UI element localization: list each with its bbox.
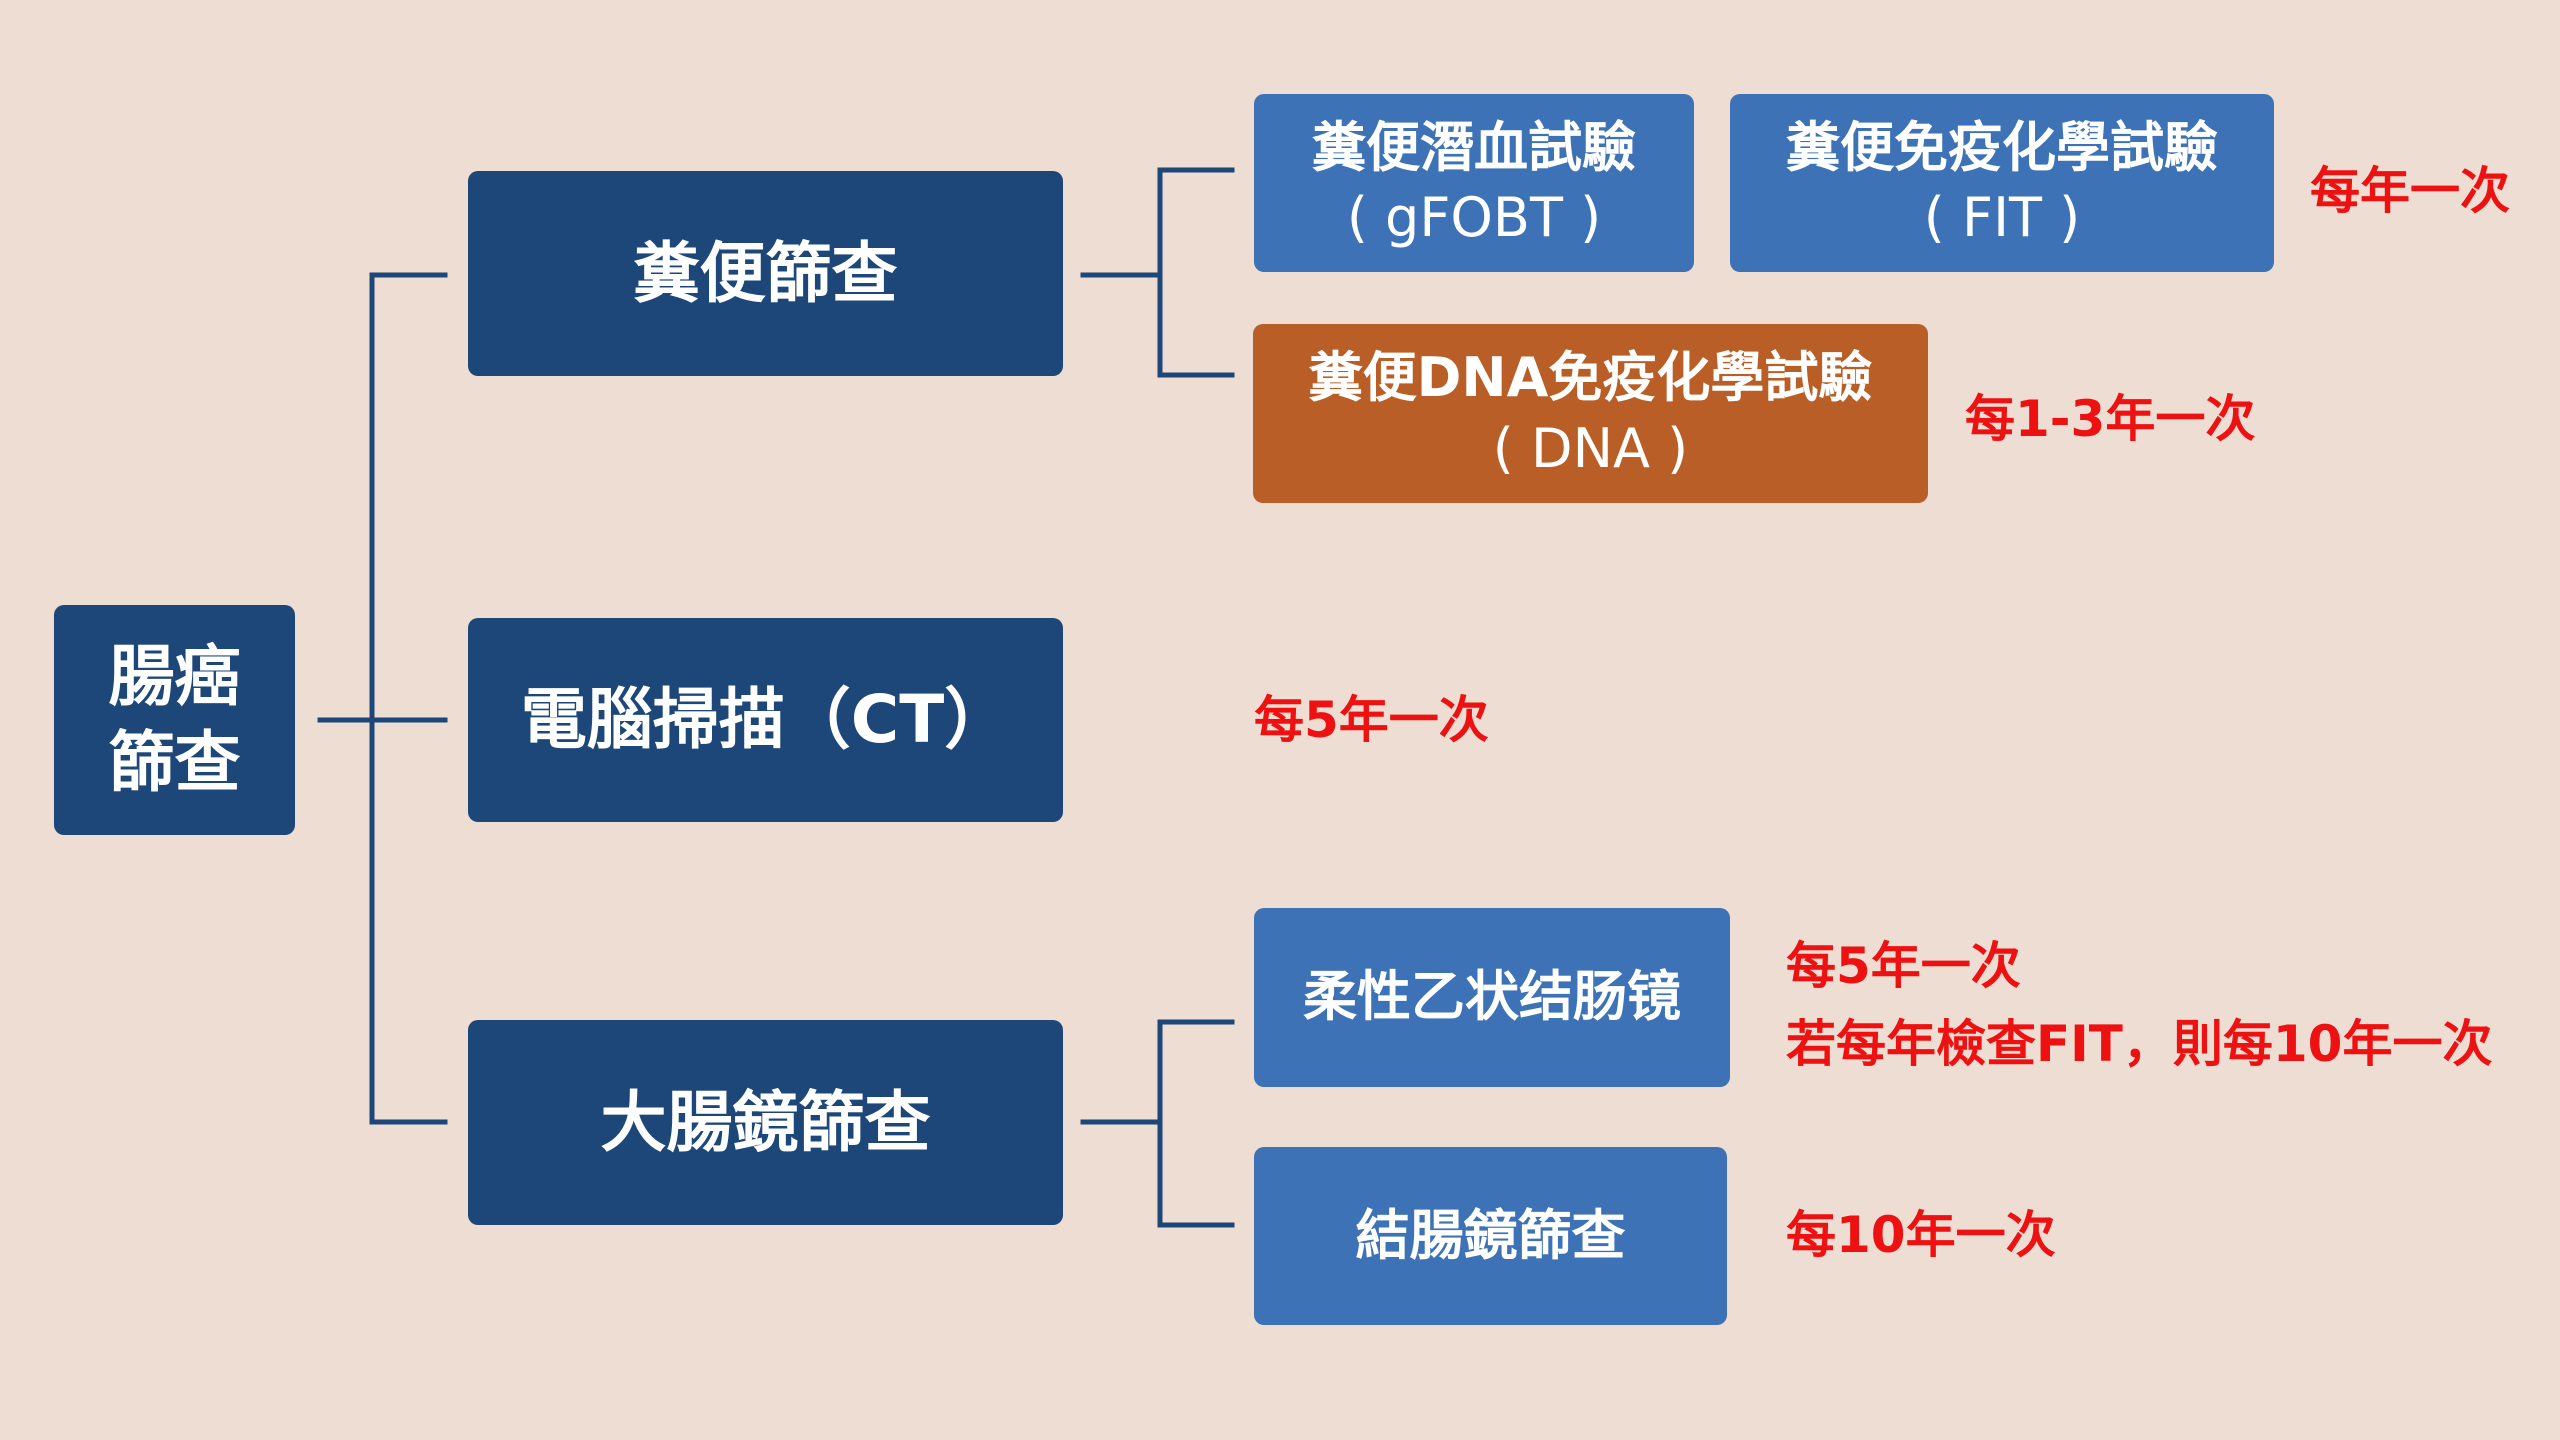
frequency-note-colonoscopy: 每10年一次 [1786,1206,2056,1264]
ct-scan-label: 電腦掃描（CT） [520,681,1011,759]
colonoscopy-test-label: 結腸鏡篩查 [1355,1203,1626,1267]
dna-test-box: 糞便DNA免疫化學試驗 ( DNA ) [1253,324,1928,503]
stool-screening-box: 糞便篩查 [468,171,1063,376]
dna-test-name: 糞便DNA免疫化學試驗 [1308,346,1873,410]
fit-test-box: 糞便免疫化學試驗 ( FIT ) [1730,94,2274,272]
frequency-note-yearly: 每年一次 [2310,162,2510,220]
fit-test-name: 糞便免疫化學試驗 [1786,115,2218,179]
fit-test-abbr: ( FIT ) [1923,186,2081,249]
connector-root [317,272,448,1125]
dna-test-abbr: ( DNA ) [1492,416,1689,480]
root-label-line-2: 篩查 [108,724,241,801]
frequency-note-ct: 每5年一次 [1254,691,1489,749]
gfobt-test-abbr: ( gFOBT ) [1346,186,1602,249]
root-box-colorectal-screening: 腸癌 篩查 [54,605,295,835]
gfobt-test-name: 糞便潛血試驗 [1312,115,1636,179]
frequency-note-dna: 每1-3年一次 [1965,390,2256,448]
colonoscopy-screening-box: 大腸鏡篩查 [468,1020,1063,1225]
frequency-note-sigmoid-line-2: 若每年檢查FIT，則每10年一次 [1786,1014,2493,1073]
root-label-line-1: 腸癌 [108,638,241,716]
stool-screening-label: 糞便篩查 [633,234,898,312]
gfobt-test-box: 糞便潛血試驗 ( gFOBT ) [1254,94,1694,272]
flexible-sigmoidoscopy-label: 柔性乙状结肠镜 [1303,965,1681,1029]
flexible-sigmoidoscopy-box: 柔性乙状结肠镜 [1254,908,1730,1087]
connector-stool [1080,167,1235,378]
colonoscopy-test-box: 結腸鏡篩查 [1254,1147,1727,1325]
frequency-note-sigmoid-line-1: 每5年一次 [1786,937,2021,995]
frequency-note-sigmoid: 每5年一次 若每年檢查FIT，則每10年一次 [1786,928,2492,1083]
ct-scan-box: 電腦掃描（CT） [468,618,1063,822]
connector-colonoscopy [1080,1019,1235,1228]
colonoscopy-screening-label: 大腸鏡篩查 [600,1083,931,1161]
